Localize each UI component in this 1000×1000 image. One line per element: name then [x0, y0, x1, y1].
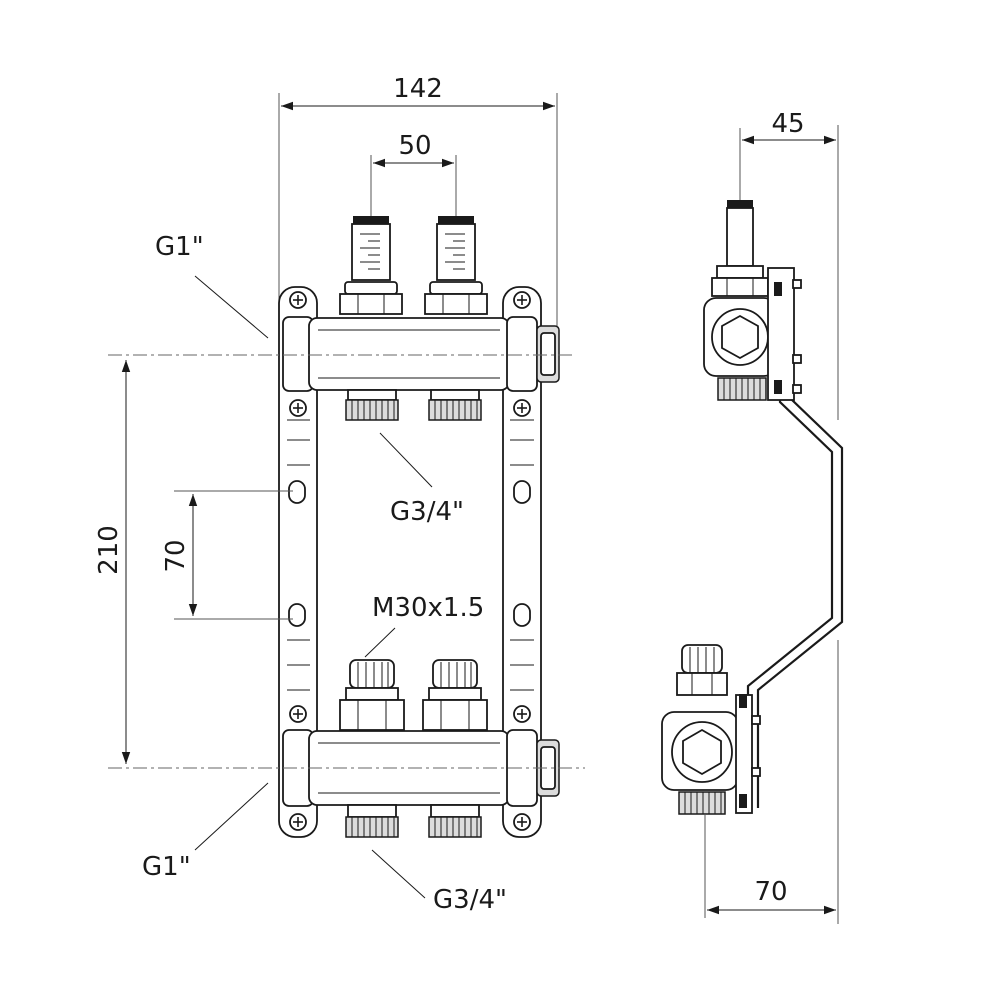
callout-m30: M30x1.5: [364, 593, 484, 658]
dimension-210: 210: [94, 360, 131, 764]
side-bottom-assembly: [661, 644, 761, 815]
front-view: [108, 93, 585, 838]
side-top-assembly: [703, 200, 802, 401]
callout-g34-bottom: G3/4": [371, 849, 507, 915]
callout-g1-top: G1": [155, 232, 269, 339]
top-header-bar: [282, 316, 560, 392]
mount-hole: [288, 480, 306, 504]
dimension-45: 45: [742, 109, 836, 145]
callout-g1-top-label: G1": [155, 232, 204, 262]
dim-45-label: 45: [771, 109, 804, 139]
flow-meter-right: [424, 216, 488, 315]
dimension-142: 142: [281, 74, 555, 111]
side-view: [661, 125, 844, 924]
valve-right: [422, 659, 488, 731]
dim-70-side-label: 70: [754, 877, 787, 907]
callout-g34-bottom-label: G3/4": [433, 885, 507, 915]
mount-hole: [513, 603, 531, 627]
left-bracket: [278, 286, 318, 838]
callout-m30-label: M30x1.5: [372, 593, 484, 623]
dim-210-label: 210: [94, 525, 124, 575]
dimension-50: 50: [373, 131, 454, 168]
dim-142-label: 142: [393, 74, 443, 104]
dim-50-label: 50: [398, 131, 431, 161]
mount-hole: [513, 480, 531, 504]
dimension-70-horizontal: 70: [707, 877, 836, 915]
valve-left: [339, 659, 405, 731]
dimension-70-vertical: 70: [161, 494, 198, 616]
bottom-outlet-threads: [345, 804, 482, 838]
callout-g34-top: G3/4": [379, 432, 464, 527]
callout-g1-bottom-label: G1": [142, 852, 191, 882]
mount-hole: [288, 603, 306, 627]
callout-g34-top-label: G3/4": [390, 497, 464, 527]
flow-meter-left: [339, 216, 403, 315]
callout-g1-bottom: G1": [142, 782, 269, 882]
dim-70-label: 70: [161, 539, 191, 572]
top-outlet-threads: [345, 389, 482, 421]
bracket-screws: [289, 291, 531, 831]
right-bracket: [502, 286, 542, 838]
